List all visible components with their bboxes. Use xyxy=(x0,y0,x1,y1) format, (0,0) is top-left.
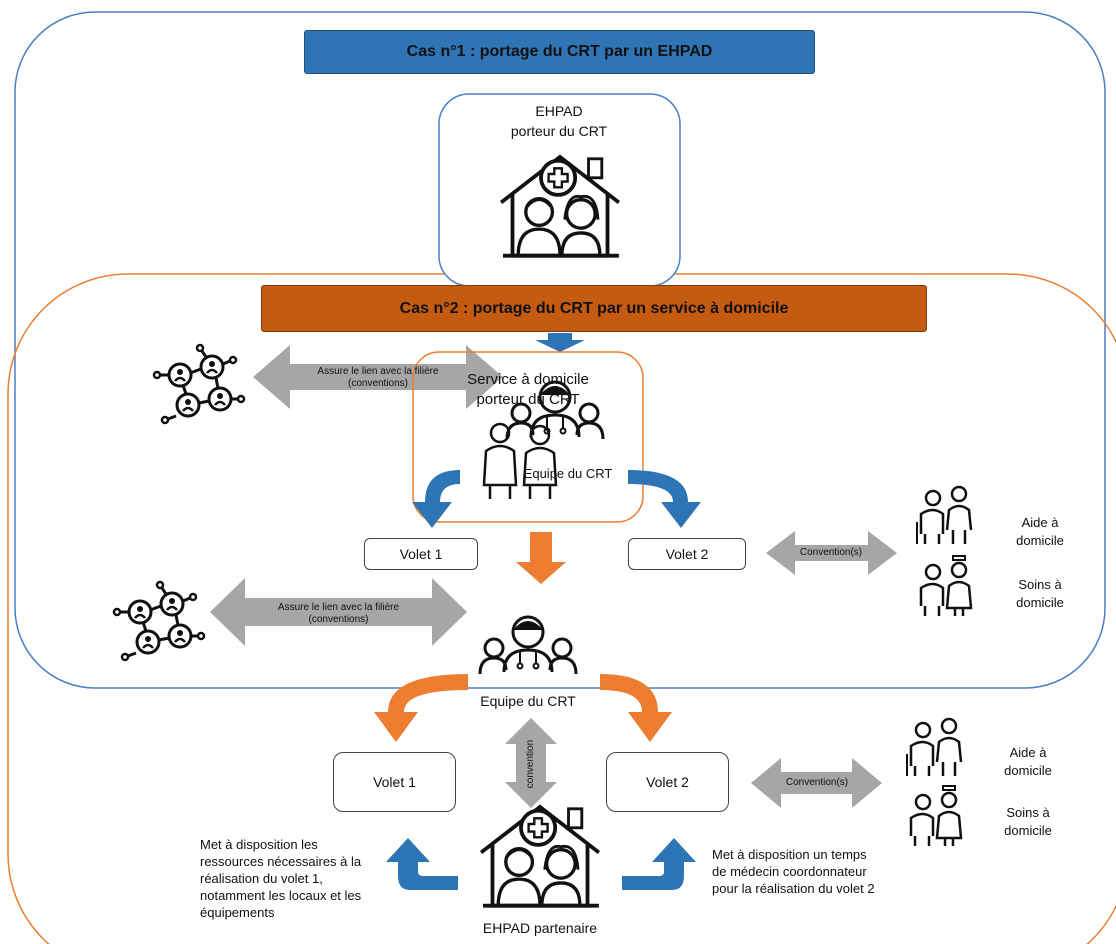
case1-frame xyxy=(14,11,1106,689)
soins-label-case2-2: domicile xyxy=(1016,595,1064,610)
case1-banner: Cas n°1 : portage du CRT par un EHPAD xyxy=(304,30,815,74)
soins-label-bottom-1: Soins à xyxy=(1006,805,1050,820)
convention-label-bottom: Convention(s) xyxy=(785,777,849,788)
double-arrow-middle-icon xyxy=(210,578,467,646)
volet1-box-bottom: Volet 1 xyxy=(333,752,456,812)
curved-arrow-left-blue-icon xyxy=(412,470,460,528)
aide-label-case2-2: domicile xyxy=(1016,533,1064,548)
team-label-bottom: Equipe du CRT xyxy=(480,693,576,709)
up-arrow-right-blue-icon xyxy=(622,838,696,890)
left-note: Met à disposition les ressources nécessa… xyxy=(200,837,362,920)
case2-banner-text: Cas n°2 : portage du CRT par un service … xyxy=(399,299,789,317)
down-arrow-blue-icon xyxy=(535,333,585,352)
volet2-label-bottom: Volet 2 xyxy=(646,774,689,790)
soins-label-bottom-2: domicile xyxy=(1004,823,1052,838)
network-icon xyxy=(152,343,246,425)
team-label-case2: Equipe du CRT xyxy=(523,466,613,481)
curved-arrow-right-orange-icon xyxy=(600,674,672,742)
aide-label-bottom-2: domicile xyxy=(1004,763,1052,778)
aide-label-case2-1: Aide à xyxy=(1021,515,1059,530)
aide-label-bottom-1: Aide à xyxy=(1009,745,1047,760)
ehpad-partenaire-icon xyxy=(479,805,601,908)
convention-vertical-label: convention xyxy=(525,739,536,789)
double-arrow-bottom-right-icon xyxy=(751,758,882,808)
service-subtitle: porteur du CRT xyxy=(476,391,580,408)
volet1-label-bottom: Volet 1 xyxy=(373,774,416,790)
double-arrow-vertical-icon xyxy=(505,718,557,808)
ehpad-title: EHPAD xyxy=(535,103,583,119)
service-title: Service à domicile xyxy=(467,371,589,388)
ehpad-subtitle: porteur du CRT xyxy=(510,123,608,139)
up-arrow-left-blue-icon xyxy=(386,838,458,890)
service-porteur-box xyxy=(412,351,644,523)
aide-domicile-icon-2 xyxy=(905,717,963,778)
double-arrow-top-icon xyxy=(253,345,503,409)
link-label-top-2: (conventions) xyxy=(347,378,409,389)
curved-arrow-left-orange-icon xyxy=(374,674,468,742)
double-arrow-case2-right-icon xyxy=(766,531,897,575)
link-label-top-1: Assure le lien avec la filière xyxy=(317,366,439,377)
case2-banner: Cas n°2 : portage du CRT par un service … xyxy=(261,285,927,332)
volet1-box-case2: Volet 1 xyxy=(364,538,478,570)
case1-banner-text: Cas n°1 : portage du CRT par un EHPAD xyxy=(406,43,713,60)
volet2-box-bottom: Volet 2 xyxy=(606,752,729,812)
partner-label: EHPAD partenaire xyxy=(482,920,598,936)
volet2-box-case2: Volet 2 xyxy=(628,538,746,570)
team-icon-bottom xyxy=(478,615,578,676)
aide-domicile-icon xyxy=(915,485,973,546)
convention-label-case2: Convention(s) xyxy=(799,547,863,558)
volet2-label-case2: Volet 2 xyxy=(665,546,709,562)
right-note: Met à disposition un temps de médecin co… xyxy=(712,847,875,896)
soins-domicile-icon-2 xyxy=(909,784,963,848)
network-icon-2 xyxy=(112,580,206,662)
down-arrow-orange-icon xyxy=(516,532,566,584)
soins-domicile-icon xyxy=(919,554,973,618)
curved-arrow-right-blue-icon xyxy=(628,470,701,528)
soins-label-case2-1: Soins à xyxy=(1018,577,1062,592)
link-label-mid-1: Assure le lien avec la filière xyxy=(277,602,400,613)
volet1-label-case2: Volet 1 xyxy=(399,546,443,562)
link-label-mid-2: (conventions) xyxy=(308,614,369,625)
caregiver-icon xyxy=(482,422,558,499)
